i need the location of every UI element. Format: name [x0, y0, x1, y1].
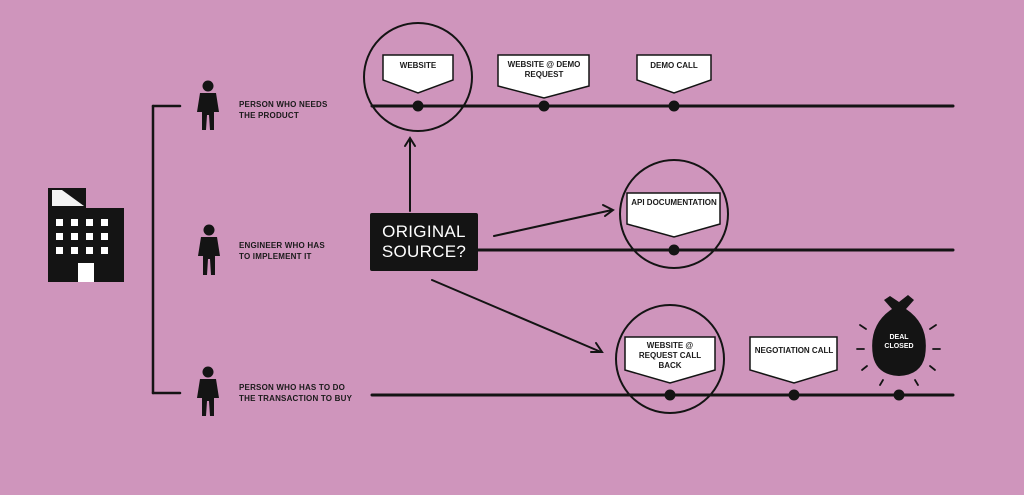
person-icon: [197, 366, 219, 416]
org-bracket: [151, 104, 182, 395]
person-icon: [198, 224, 220, 275]
tag-shapes: [382, 54, 838, 384]
tag-demo-request: WEBSITE @ DEMO REQUEST: [507, 60, 581, 79]
tag-request-call-back: WEBSITE @ REQUEST CALL BACK: [638, 341, 702, 370]
highlight-circles: [363, 22, 729, 414]
arrows: [404, 136, 615, 353]
tag-negotiation-call: NEGOTIATION CALL: [754, 346, 834, 355]
money-bag-icon: [856, 295, 941, 386]
touchpoint-dots: [412, 100, 905, 401]
tag-website: WEBSITE: [399, 61, 437, 70]
tag-demo-call: DEMO CALL: [650, 61, 698, 70]
tag-api-documentation: API DOCUMENTATION: [631, 198, 717, 207]
person-icon: [197, 80, 219, 130]
office-building-icon: [48, 188, 124, 282]
